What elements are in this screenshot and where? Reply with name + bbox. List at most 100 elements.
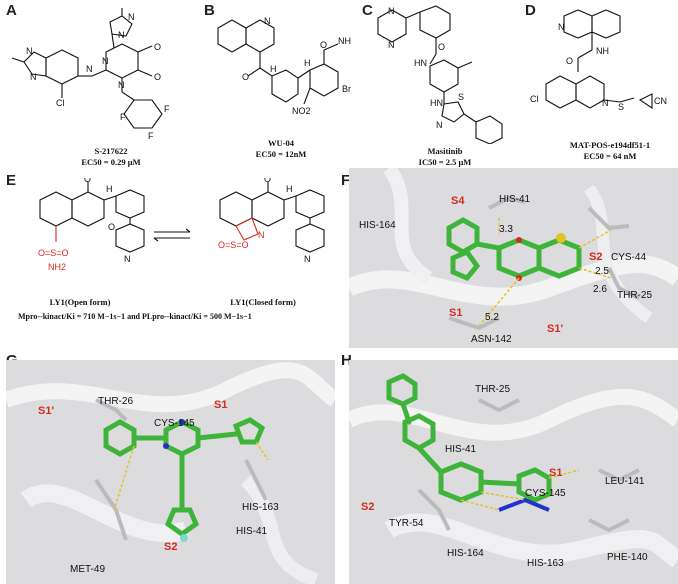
svg-text:N: N: [304, 254, 311, 264]
svg-text:Br: Br: [342, 84, 351, 94]
residue-thr25: THR-25: [617, 290, 652, 301]
svg-text:N: N: [388, 40, 395, 50]
svg-text:H: H: [270, 64, 277, 74]
docking-panel-f: HIS-164 HIS-41 CYS-44 THR-25 ASN-142 S4 …: [349, 168, 678, 348]
residue-his164: HIS-164: [359, 220, 396, 231]
residue-his163: HIS-163: [242, 502, 279, 513]
svg-text:F: F: [120, 112, 126, 122]
svg-text:N: N: [602, 98, 609, 108]
panel-letter-c: C: [362, 2, 373, 19]
ly1-kinetics: Mpro--kinact/Ki = 710 M−1s−1 and PLpro--…: [18, 312, 252, 321]
docking-panel-h: THR-25 HIS-41 CYS-145 LEU-141 TYR-54 HIS…: [349, 360, 678, 584]
residue-thr25: THR-25: [475, 384, 510, 395]
residue-cys145: CYS-145: [154, 418, 195, 429]
svg-text:O: O: [154, 72, 161, 82]
site-s2: S2: [164, 541, 177, 553]
structure-ly1-open: O H O O=S=O NH2 N: [20, 178, 150, 288]
residue-cys44: CYS-44: [611, 252, 646, 263]
svg-text:N: N: [264, 16, 271, 26]
svg-text:N: N: [102, 56, 109, 66]
svg-text:N: N: [558, 22, 565, 32]
compound-activity-a: EC50 = 0.29 μM: [81, 157, 141, 167]
svg-text:N: N: [124, 254, 131, 264]
residue-tyr54: TYR-54: [389, 518, 424, 529]
svg-text:CN: CN: [654, 96, 667, 106]
svg-text:H: H: [304, 58, 311, 68]
residue-his163: HIS-163: [527, 558, 564, 569]
svg-text:HN: HN: [414, 58, 427, 68]
svg-text:NH2: NH2: [48, 262, 66, 272]
site-s4: S4: [451, 195, 465, 207]
svg-text:O: O: [84, 178, 91, 184]
site-s2: S2: [361, 501, 374, 513]
svg-text:O: O: [242, 72, 249, 82]
svg-text:O: O: [108, 222, 115, 232]
svg-text:O=S=O: O=S=O: [218, 240, 249, 250]
structure-mat-pos: N NH O N S Cl CN: [530, 6, 675, 136]
svg-text:NO2: NO2: [292, 106, 311, 116]
svg-text:Cl: Cl: [56, 98, 65, 108]
panel-letter-b: B: [204, 2, 215, 19]
svg-text:HN: HN: [430, 98, 443, 108]
svg-text:O: O: [320, 40, 327, 50]
distance-2: 2.5: [595, 266, 609, 277]
distance-1: 3.3: [499, 224, 513, 235]
residue-thr26: THR-26: [98, 396, 133, 407]
panel-letter-h: H: [341, 352, 352, 369]
compound-activity-d: EC50 = 64 nM: [583, 151, 637, 161]
svg-text:O: O: [438, 42, 445, 52]
site-s1: S1: [449, 307, 462, 319]
distance-3: 2.6: [593, 284, 607, 295]
residue-asn142: ASN-142: [471, 334, 512, 345]
svg-text:H: H: [106, 184, 113, 194]
ly1-closed-label: LY1(Closed form): [230, 297, 296, 307]
residue-phe140: PHE-140: [607, 552, 648, 563]
site-s1: S1: [549, 467, 562, 479]
site-s1-prime: S1': [547, 323, 563, 335]
site-s1-prime: S1': [38, 405, 54, 417]
structure-masitinib: N N O HN HN S N: [372, 4, 522, 144]
svg-text:N: N: [26, 46, 33, 56]
compound-activity-b: EC50 = 12nM: [255, 149, 307, 159]
compound-name-c: Masitinib: [427, 146, 463, 156]
svg-text:F: F: [164, 104, 170, 114]
svg-text:O=S=O: O=S=O: [38, 248, 69, 258]
residue-his41: HIS-41: [445, 444, 477, 455]
svg-text:N: N: [118, 80, 125, 90]
equilibrium-arrows: [152, 228, 192, 242]
residue-met49: MET-49: [70, 564, 105, 575]
svg-text:N: N: [86, 64, 93, 74]
residue-his164: HIS-164: [447, 548, 484, 559]
panel-letter-a: A: [6, 2, 17, 19]
svg-text:N: N: [436, 120, 443, 130]
svg-text:F: F: [148, 131, 154, 141]
docking-panel-g: THR-26 CYS-145 HIS-163 HIS-41 MET-49 S1'…: [6, 360, 335, 584]
svg-text:N: N: [388, 6, 395, 16]
svg-text:S: S: [458, 92, 464, 102]
structure-ly1-closed: O H O=S=O N N: [200, 178, 330, 288]
residue-cys145: CYS-145: [525, 488, 566, 499]
svg-text:H: H: [286, 184, 293, 194]
compound-activity-c: IC50 = 2.5 μM: [418, 157, 472, 167]
compound-name-d: MAT-POS-e194df51-1: [569, 140, 651, 150]
distance-4: 5.2: [485, 312, 499, 323]
atom-n: N: [118, 30, 125, 40]
svg-text:N: N: [258, 230, 265, 240]
svg-text:N: N: [30, 72, 37, 82]
svg-text:O: O: [566, 56, 573, 66]
svg-text:S: S: [618, 102, 624, 112]
svg-text:NH: NH: [596, 46, 609, 56]
svg-text:Cl: Cl: [530, 94, 539, 104]
structure-s217622: N N O O N N N N N Cl F F F: [6, 8, 196, 143]
compound-name-a: S-217622: [94, 146, 128, 156]
svg-text:O: O: [264, 178, 271, 184]
structure-wu04: N O H H O NH Br NO2: [208, 8, 358, 133]
svg-text:N: N: [128, 12, 135, 22]
svg-text:NH: NH: [338, 36, 351, 46]
residue-his41: HIS-41: [499, 194, 531, 205]
panel-letter-d: D: [525, 2, 536, 19]
site-s2: S2: [589, 251, 602, 263]
site-s1: S1: [214, 399, 227, 411]
svg-text:O: O: [154, 42, 161, 52]
panel-letter-e: E: [6, 172, 17, 189]
